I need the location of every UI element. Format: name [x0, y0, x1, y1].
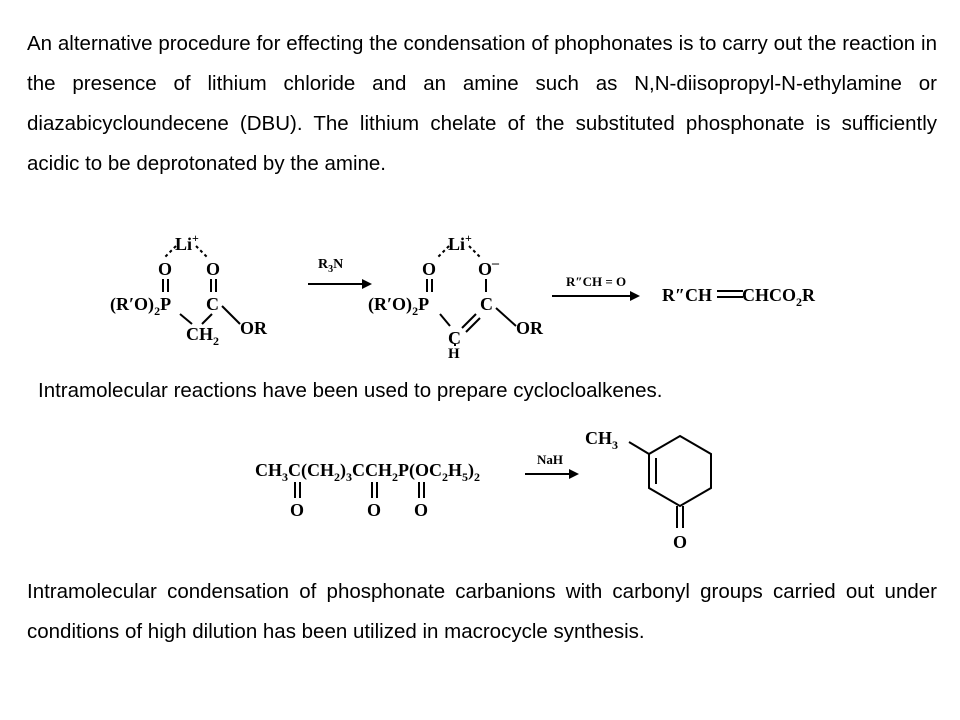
- oxygen-label: O: [422, 259, 436, 279]
- intermediate-enolate: Li+ O O– (R′O)2P C C H OR: [368, 231, 544, 362]
- lithium-label: Li+: [175, 231, 199, 254]
- reaction-arrow-1: R3N: [308, 257, 372, 289]
- oxygen-label: O: [414, 500, 428, 520]
- coordination-bond: [195, 245, 209, 259]
- reagent-sodium-hydride-label: NaH: [537, 452, 563, 467]
- lithium-label: Li+: [448, 231, 472, 254]
- hydrogen-label: H: [448, 346, 460, 362]
- carbon-label: C: [480, 294, 493, 314]
- paragraph-intramolecular: Intramolecular reactions have been used …: [38, 379, 663, 402]
- methyl-label: CH3: [585, 428, 618, 452]
- alkoxy-label: OR: [516, 318, 544, 338]
- carbon-label: C: [448, 328, 461, 348]
- arrow-head: [630, 291, 640, 301]
- paragraph-macrocycle: Intramolecular condensation of phosphona…: [27, 580, 937, 643]
- reaction-scheme-cyclization: CH3C(CH2)3CCH2P(OC2H5)2 O O O NaH CH3 O: [255, 428, 712, 552]
- oxygen-label: O: [367, 500, 381, 520]
- reagent-aldehyde-label: R″CH = O: [566, 274, 626, 289]
- single-bond: [495, 307, 517, 327]
- cyclohexenone-ring: [648, 434, 712, 508]
- single-bond: [439, 313, 451, 327]
- coordination-bond: [468, 245, 482, 259]
- reaction-arrow-3: NaH: [525, 452, 579, 479]
- paragraph-intro: An alternative procedure for effecting t…: [27, 32, 937, 175]
- arrow-head: [362, 279, 372, 289]
- reaction-scheme-lithium-chelate: Li+ O O (R′O)2P C CH2 OR R3N Li+ O O– (R…: [110, 231, 816, 362]
- reaction-arrow-2: R″CH = O: [552, 274, 640, 301]
- reactant-chelate: Li+ O O (R′O)2P C CH2 OR: [110, 231, 268, 348]
- double-bond: [465, 317, 481, 333]
- phosphonate-label: (R′O)2P: [368, 294, 429, 318]
- methylene-label: CH2: [186, 324, 219, 348]
- oxygen-label: O: [206, 259, 220, 279]
- alkoxy-label: OR: [240, 318, 268, 338]
- oxygen-label: O: [673, 532, 687, 552]
- arrow-head: [569, 469, 579, 479]
- double-bond: [461, 313, 477, 329]
- chain-formula-label: CH3C(CH2)3CCH2P(OC2H5)2: [255, 460, 480, 484]
- single-bond: [221, 305, 241, 325]
- coordination-bond: [163, 245, 177, 259]
- carbon-label: C: [206, 294, 219, 314]
- reactant-keto-phosphonate: CH3C(CH2)3CCH2P(OC2H5)2 O O O: [255, 460, 480, 520]
- oxygen-label: O: [290, 500, 304, 520]
- oxygen-label: O: [158, 259, 172, 279]
- phosphonate-label: (R′O)2P: [110, 294, 171, 318]
- single-bond: [179, 313, 193, 325]
- oxygen-label: O–: [478, 256, 500, 279]
- reagent-amine-label: R3N: [318, 257, 343, 275]
- single-bond: [201, 313, 213, 325]
- coordination-bond: [436, 245, 450, 259]
- product-methylcyclohexenone: CH3 O: [585, 428, 712, 552]
- single-bond: [628, 441, 650, 455]
